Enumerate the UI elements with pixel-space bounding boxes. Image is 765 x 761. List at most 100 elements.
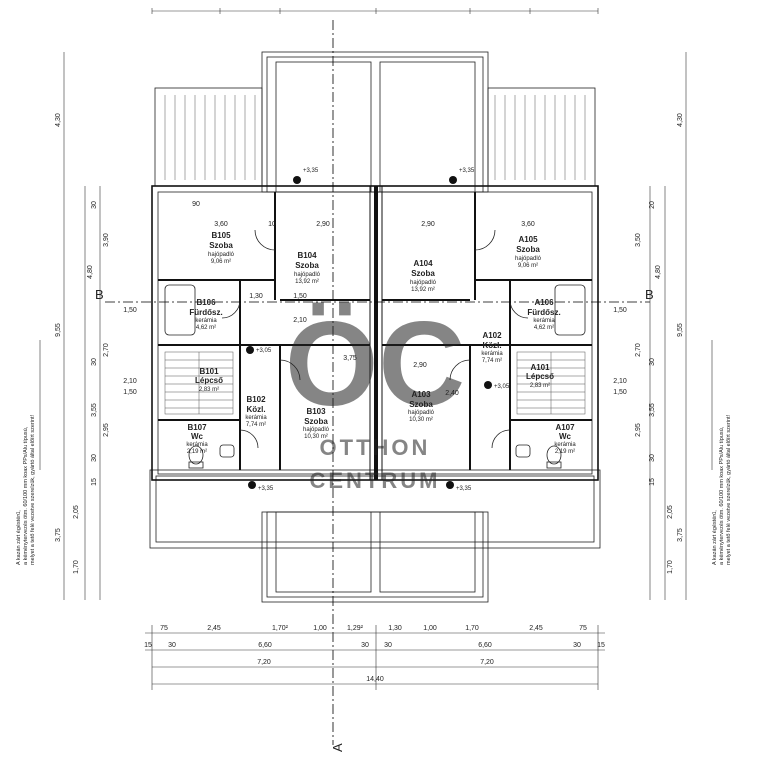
bottom-dims-total: 14,40 [366,676,384,683]
right-dims-inner: 20 3,50 1,50 2,70 30 3,55 2,95 30 15 2,0… [613,201,674,519]
svg-text:A107: A107 [555,423,575,432]
svg-text:kerámia: kerámia [186,442,208,448]
svg-text:+3,35: +3,35 [258,486,274,492]
svg-text:B102: B102 [246,395,266,404]
svg-text:2,70: 2,70 [635,343,642,357]
svg-text:a kéménytervezés ötm. 60/100 m: a kéménytervezés ötm. 60/100 mm koax PPs… [23,426,29,565]
svg-text:7,20: 7,20 [480,659,494,666]
svg-text:A106: A106 [534,298,554,307]
section-marker-b-left: B [95,287,104,302]
svg-text:2,40: 2,40 [445,390,459,397]
svg-text:2,10: 2,10 [613,378,627,385]
svg-text:Szoba: Szoba [411,269,435,278]
room-label: B105 Szoba hajópadló 9,06 m² [208,231,235,265]
stairs-left [164,351,234,415]
left-dims-outer: 4,30 4,80 9,55 1,70 3,75 [55,113,94,574]
svg-text:9,55: 9,55 [677,323,684,337]
svg-text:+3,35: +3,35 [456,486,472,492]
room-label: A103 Szoba hajópadló 10,30 m² [408,390,435,423]
svg-text:30: 30 [573,642,581,649]
bathtub-left [164,284,196,336]
svg-text:kerámia: kerámia [481,351,503,357]
svg-text:Szoba: Szoba [304,417,328,426]
svg-text:3,60: 3,60 [214,221,228,228]
svg-text:2,19 m²: 2,19 m² [187,449,207,455]
svg-text:30: 30 [384,642,392,649]
svg-text:B104: B104 [297,251,317,260]
svg-text:A104: A104 [413,259,433,268]
svg-text:2,90: 2,90 [413,362,427,369]
svg-text:7,20: 7,20 [257,659,271,666]
svg-text:Lépcső: Lépcső [195,376,223,385]
svg-text:2,10: 2,10 [293,317,307,324]
svg-text:30: 30 [91,201,98,209]
svg-text:A kazán zárt égéstérű,: A kazán zárt égéstérű, [16,510,22,565]
svg-text:6,60: 6,60 [258,642,272,649]
room-label: B107 Wc kerámia 2,19 m² [186,423,208,455]
svg-text:hajópadló: hajópadló [208,252,235,258]
svg-text:melyet a tető felé vezetve sze: melyet a tető felé vezetve szerelzük, gy… [726,414,732,565]
svg-text:2,90: 2,90 [421,221,435,228]
roof-tiles-left [164,95,256,180]
toilet-left [188,445,204,469]
svg-text:B101: B101 [199,367,219,376]
svg-text:3,75: 3,75 [343,355,357,362]
svg-text:1,50: 1,50 [613,307,627,314]
right-dimension-lines [649,52,713,600]
svg-text:6,60: 6,60 [478,642,492,649]
svg-text:30: 30 [91,358,98,366]
level-marker: +3,35 [293,168,319,184]
svg-text:2,83 m²: 2,83 m² [199,387,219,393]
svg-text:2,70: 2,70 [103,343,110,357]
svg-text:1,50: 1,50 [123,389,137,396]
svg-text:Szoba: Szoba [209,241,233,250]
svg-text:B105: B105 [211,231,231,240]
sink-right [515,444,531,458]
room-label: A102 Közl. kerámia 7,74 m² [481,331,503,364]
svg-text:7,74 m²: 7,74 m² [482,358,502,364]
left-dims-inner: 30 3,90 1,50 2,70 30 3,55 2,95 30 15 2,0… [73,201,137,519]
level-marker: +3,05 [484,381,510,390]
svg-text:Közl.: Közl. [246,405,265,414]
svg-text:2,05: 2,05 [667,505,674,519]
svg-text:B107: B107 [187,423,207,432]
svg-text:+3,35: +3,35 [459,168,475,174]
room-label: B101 Lépcső 2,83 m² [195,367,223,393]
svg-text:20: 20 [649,201,656,209]
svg-text:kerámia: kerámia [533,318,555,324]
svg-text:Fürdősz.: Fürdősz. [527,308,560,317]
right-dims-mid: 2,10 1,50 [613,378,627,396]
svg-text:13,92 m²: 13,92 m² [295,279,319,285]
svg-text:Közl.: Közl. [482,341,501,350]
svg-text:13,92 m²: 13,92 m² [411,287,435,293]
svg-text:1,50: 1,50 [293,293,307,300]
svg-text:2,95: 2,95 [103,423,110,437]
svg-text:a kéménytervezés ötm. 60/100 m: a kéménytervezés ötm. 60/100 mm koax PPs… [719,426,725,565]
svg-text:30: 30 [91,454,98,462]
svg-text:10: 10 [268,221,276,228]
svg-text:+3,05: +3,05 [256,348,272,354]
room-label: A105 Szoba hajópadló 9,06 m² [515,235,542,269]
bottom-dims-row3: 7,20 7,20 [257,659,494,666]
svg-text:2,19 m²: 2,19 m² [555,449,575,455]
svg-text:Lépcső: Lépcső [526,372,554,381]
svg-text:kerámia: kerámia [245,415,267,421]
svg-text:OTTHON: OTTHON [320,435,431,460]
svg-text:30: 30 [361,642,369,649]
svg-text:4,80: 4,80 [655,265,662,279]
svg-text:ÖC: ÖC [285,297,465,431]
svg-text:1,00: 1,00 [313,625,327,632]
svg-text:2,45: 2,45 [207,625,221,632]
svg-text:B106: B106 [196,298,216,307]
section-marker-a: A [330,743,345,752]
svg-text:15: 15 [649,478,656,486]
svg-text:3,90: 3,90 [103,233,110,247]
roof-tiles-right [494,95,586,180]
section-marker-b-right: B [645,287,654,302]
level-marker: +3,35 [446,481,472,492]
stairs-right [516,351,586,415]
svg-text:CENTRUM: CENTRUM [310,468,441,493]
room-label: A104 Szoba hajópadló 13,92 m² [410,259,437,293]
svg-text:2,45: 2,45 [529,625,543,632]
svg-text:1,00: 1,00 [423,625,437,632]
